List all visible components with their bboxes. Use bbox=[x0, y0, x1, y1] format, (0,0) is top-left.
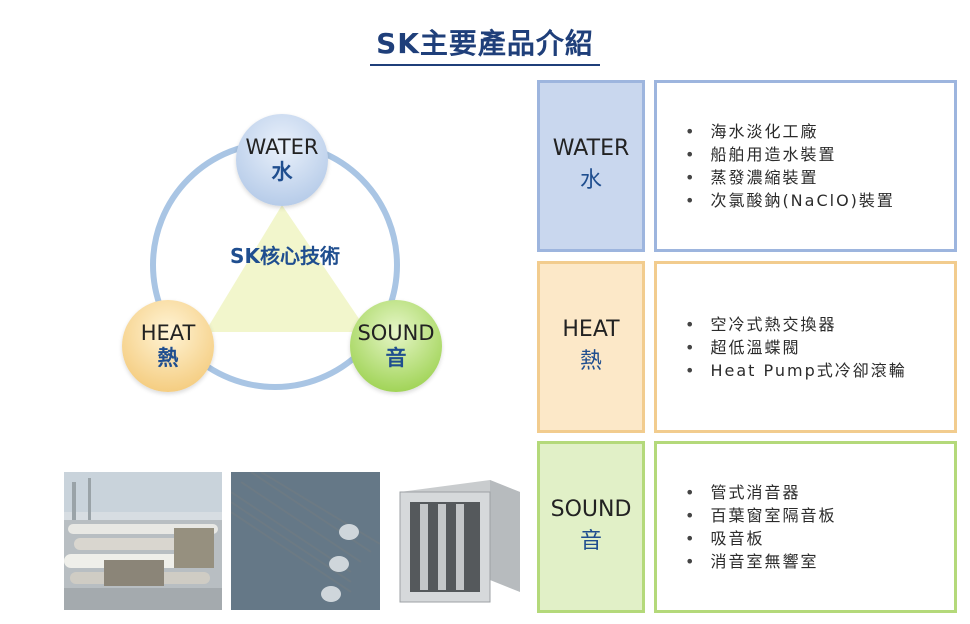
heat-category-label: HEAT 熱 bbox=[537, 261, 645, 433]
water-category-label: WATER 水 bbox=[537, 80, 645, 252]
list-item: 蒸發濃縮裝置 bbox=[685, 166, 895, 189]
page-title: SK主要產品介紹 bbox=[370, 27, 600, 66]
heat-product-list: 空冷式熱交換器 超低溫蝶閥 Heat Pump式冷卻滾輪 bbox=[654, 261, 957, 433]
page-title-wrap: SK主要產品介紹 bbox=[0, 22, 970, 66]
heat-node-en: HEAT bbox=[140, 321, 196, 345]
list-item: Heat Pump式冷卻滾輪 bbox=[685, 359, 907, 382]
sound-label-en: SOUND bbox=[550, 497, 632, 522]
sound-product-list: 管式消音器 百葉窗室隔音板 吸音板 消音室無響室 bbox=[654, 441, 957, 613]
water-category: WATER 水 海水淡化工廠 船舶用造水裝置 蒸發濃縮裝置 次氯酸鈉(NaClO… bbox=[537, 80, 957, 252]
list-item: 空冷式熱交換器 bbox=[685, 313, 907, 336]
list-item: 超低溫蝶閥 bbox=[685, 336, 907, 359]
sound-node: SOUND 音 bbox=[350, 300, 442, 392]
finned-tube-photo bbox=[231, 472, 380, 610]
list-item: 次氯酸鈉(NaClO)裝置 bbox=[685, 189, 895, 212]
sound-node-zh: 音 bbox=[385, 346, 407, 370]
core-triangle bbox=[205, 205, 368, 332]
water-node: WATER 水 bbox=[236, 114, 328, 206]
list-item: 管式消音器 bbox=[685, 481, 836, 504]
list-item: 百葉窗室隔音板 bbox=[685, 504, 836, 527]
core-technology-diagram: SK核心技術 WATER 水 HEAT 熱 SOUND 音 bbox=[110, 100, 460, 410]
heat-label-en: HEAT bbox=[562, 317, 620, 342]
water-label-zh: 水 bbox=[579, 168, 602, 193]
list-item: 船舶用造水裝置 bbox=[685, 143, 895, 166]
sound-category: SOUND 音 管式消音器 百葉窗室隔音板 吸音板 消音室無響室 bbox=[537, 441, 957, 613]
desalination-plant-photo bbox=[64, 472, 222, 610]
heat-category: HEAT 熱 空冷式熱交換器 超低溫蝶閥 Heat Pump式冷卻滾輪 bbox=[537, 261, 957, 433]
heat-node: HEAT 熱 bbox=[122, 300, 214, 392]
list-item: 吸音板 bbox=[685, 527, 836, 550]
sound-category-label: SOUND 音 bbox=[537, 441, 645, 613]
core-label: SK核心技術 bbox=[230, 244, 340, 268]
water-node-en: WATER bbox=[245, 135, 319, 159]
sound-node-en: SOUND bbox=[357, 321, 435, 345]
duct-silencer-photo bbox=[394, 472, 524, 610]
heat-node-zh: 熱 bbox=[157, 346, 179, 370]
list-item: 消音室無響室 bbox=[685, 550, 836, 573]
water-product-list: 海水淡化工廠 船舶用造水裝置 蒸發濃縮裝置 次氯酸鈉(NaClO)裝置 bbox=[654, 80, 957, 252]
water-node-zh: 水 bbox=[271, 160, 293, 184]
list-item: 海水淡化工廠 bbox=[685, 120, 895, 143]
sound-label-zh: 音 bbox=[579, 529, 602, 554]
water-label-en: WATER bbox=[552, 136, 630, 161]
heat-label-zh: 熱 bbox=[579, 349, 602, 374]
